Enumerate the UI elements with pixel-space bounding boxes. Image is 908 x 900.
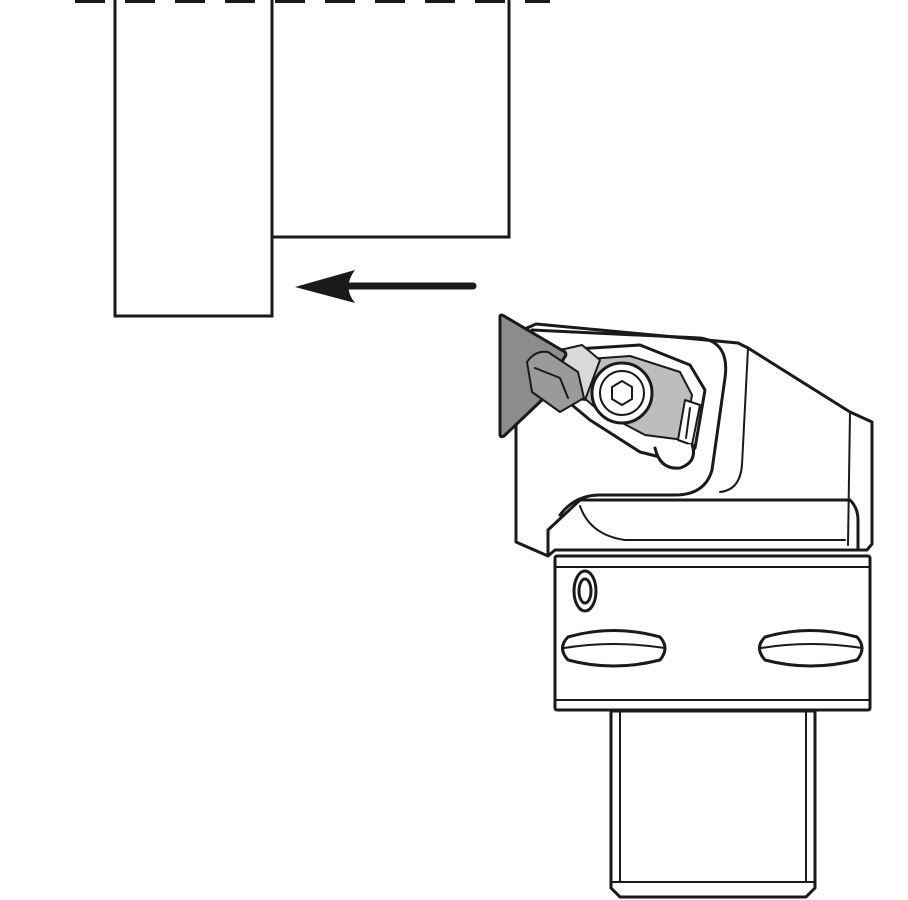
- coolant-port-icon: [572, 569, 598, 613]
- tool-holder: [498, 313, 874, 899]
- clamp-pin: [653, 442, 695, 470]
- workpiece: [75, 0, 550, 318]
- cutting-insert: [498, 313, 585, 439]
- holder-shank: [609, 709, 817, 899]
- locating-slot-right: [758, 629, 864, 668]
- locating-slot-left: [561, 629, 667, 668]
- holder-body: [553, 554, 872, 712]
- arrow-left-icon: [295, 270, 477, 303]
- hex-socket-screw-icon: [590, 361, 654, 425]
- workpiece-outline: [113, 0, 511, 318]
